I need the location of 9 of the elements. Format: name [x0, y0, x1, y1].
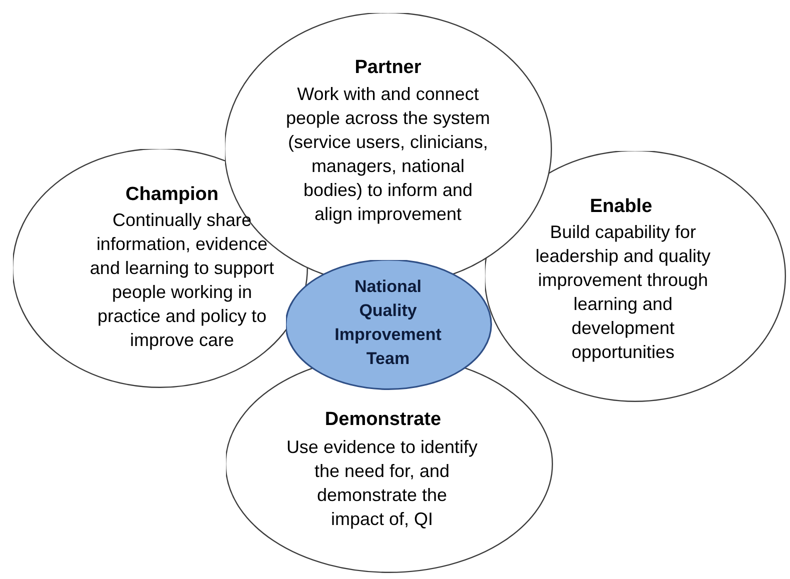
ellipse-heading: Partner — [354, 56, 422, 80]
ellipse-description: Work with and connect people across the system (service users, clinicians, managers, national bodies) to inform and align improvement — [284, 83, 492, 226]
center-label: National Quality Improvement Team — [334, 276, 442, 370]
ellipse-description: Use evidence to identify the need for, and demonstrate the impact of, QI — [285, 436, 479, 531]
ellipse-heading: Champion — [124, 183, 220, 207]
ellipse-heading: Demonstrate — [324, 408, 442, 432]
ellipse-description: Build capability for leadership and quality improvement through learning and development opportunities — [534, 221, 712, 364]
ellipse-description: Continually share information, evidence and learning to support people working in practice and policy to improve care — [88, 209, 276, 352]
ellipse-heading: Enable — [588, 195, 654, 219]
